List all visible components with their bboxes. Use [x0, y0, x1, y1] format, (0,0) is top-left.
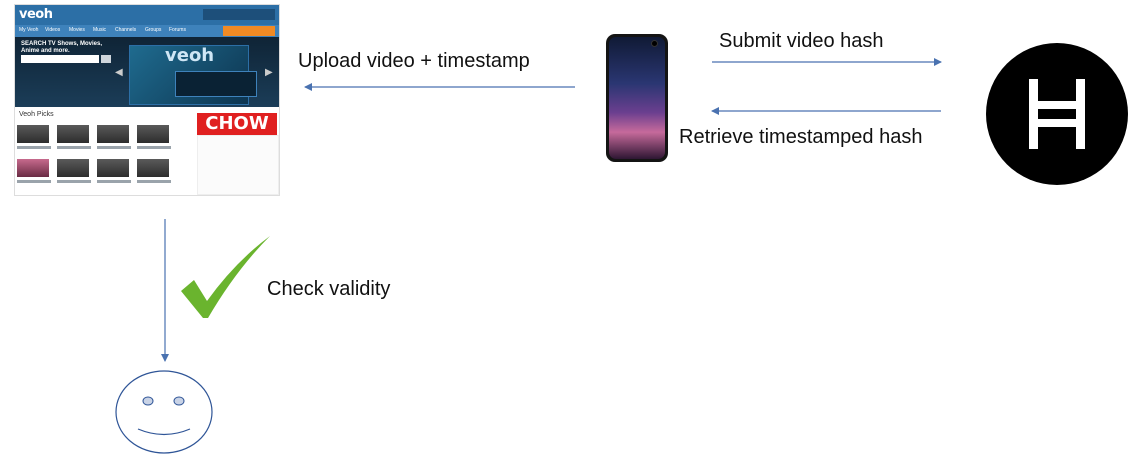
smartphone-icon [606, 34, 668, 162]
video-caption [17, 146, 51, 149]
retrieve-label: Retrieve timestamped hash [679, 126, 923, 148]
site-hero-brand: veoh [165, 45, 215, 66]
video-thumbnail [137, 125, 169, 143]
site-picks-title: Veoh Picks [19, 111, 54, 118]
video-thumbnail [17, 125, 49, 143]
phone-camera [651, 40, 658, 47]
video-caption [97, 146, 131, 149]
site-nav-item: Videos [45, 27, 61, 33]
site-nav-highlight [223, 26, 275, 36]
site-ad-banner: CHOW [197, 113, 277, 135]
site-hero-promo [175, 71, 257, 97]
site-account-bar [203, 9, 275, 20]
video-caption [137, 180, 171, 183]
video-caption [57, 180, 91, 183]
chevron-left-icon: ◀ [115, 67, 123, 78]
site-nav-item: Channels [115, 27, 137, 33]
site-nav-item: Groups [145, 27, 162, 33]
site-nav [15, 25, 279, 37]
video-caption [97, 180, 131, 183]
upload-label: Upload video + timestamp [298, 50, 530, 72]
video-thumbnail [97, 159, 129, 177]
site-logo: veoh [19, 7, 53, 22]
phone-screen [609, 37, 665, 159]
smiley-face-icon [115, 370, 213, 454]
video-thumbnail [97, 125, 129, 143]
hedera-glyph [1029, 79, 1085, 149]
hedera-hbar-logo-icon [986, 43, 1128, 185]
check-validity-label: Check validity [267, 278, 391, 300]
site-nav-item: Forums [169, 27, 186, 33]
video-thumbnail [137, 159, 169, 177]
site-search-input [21, 55, 99, 63]
site-search-button [101, 55, 111, 63]
submit-label: Submit video hash [719, 30, 884, 52]
site-nav-item: Music [93, 27, 107, 33]
video-caption [137, 146, 171, 149]
site-nav-item: Movies [69, 27, 85, 33]
site-search-title: SEARCH TV Shows, Movies, Anime and more. [21, 41, 103, 54]
site-ad-space [197, 135, 279, 195]
video-caption [57, 146, 91, 149]
video-thumbnail [57, 125, 89, 143]
website-screenshot: veoh My Veoh Videos Movies Music Channel… [14, 4, 280, 196]
chevron-right-icon: ▶ [265, 67, 273, 78]
video-thumbnail [17, 159, 49, 177]
site-nav-item: My Veoh [19, 27, 39, 33]
video-caption [17, 180, 51, 183]
checkmark-icon [181, 236, 270, 318]
video-thumbnail [57, 159, 89, 177]
